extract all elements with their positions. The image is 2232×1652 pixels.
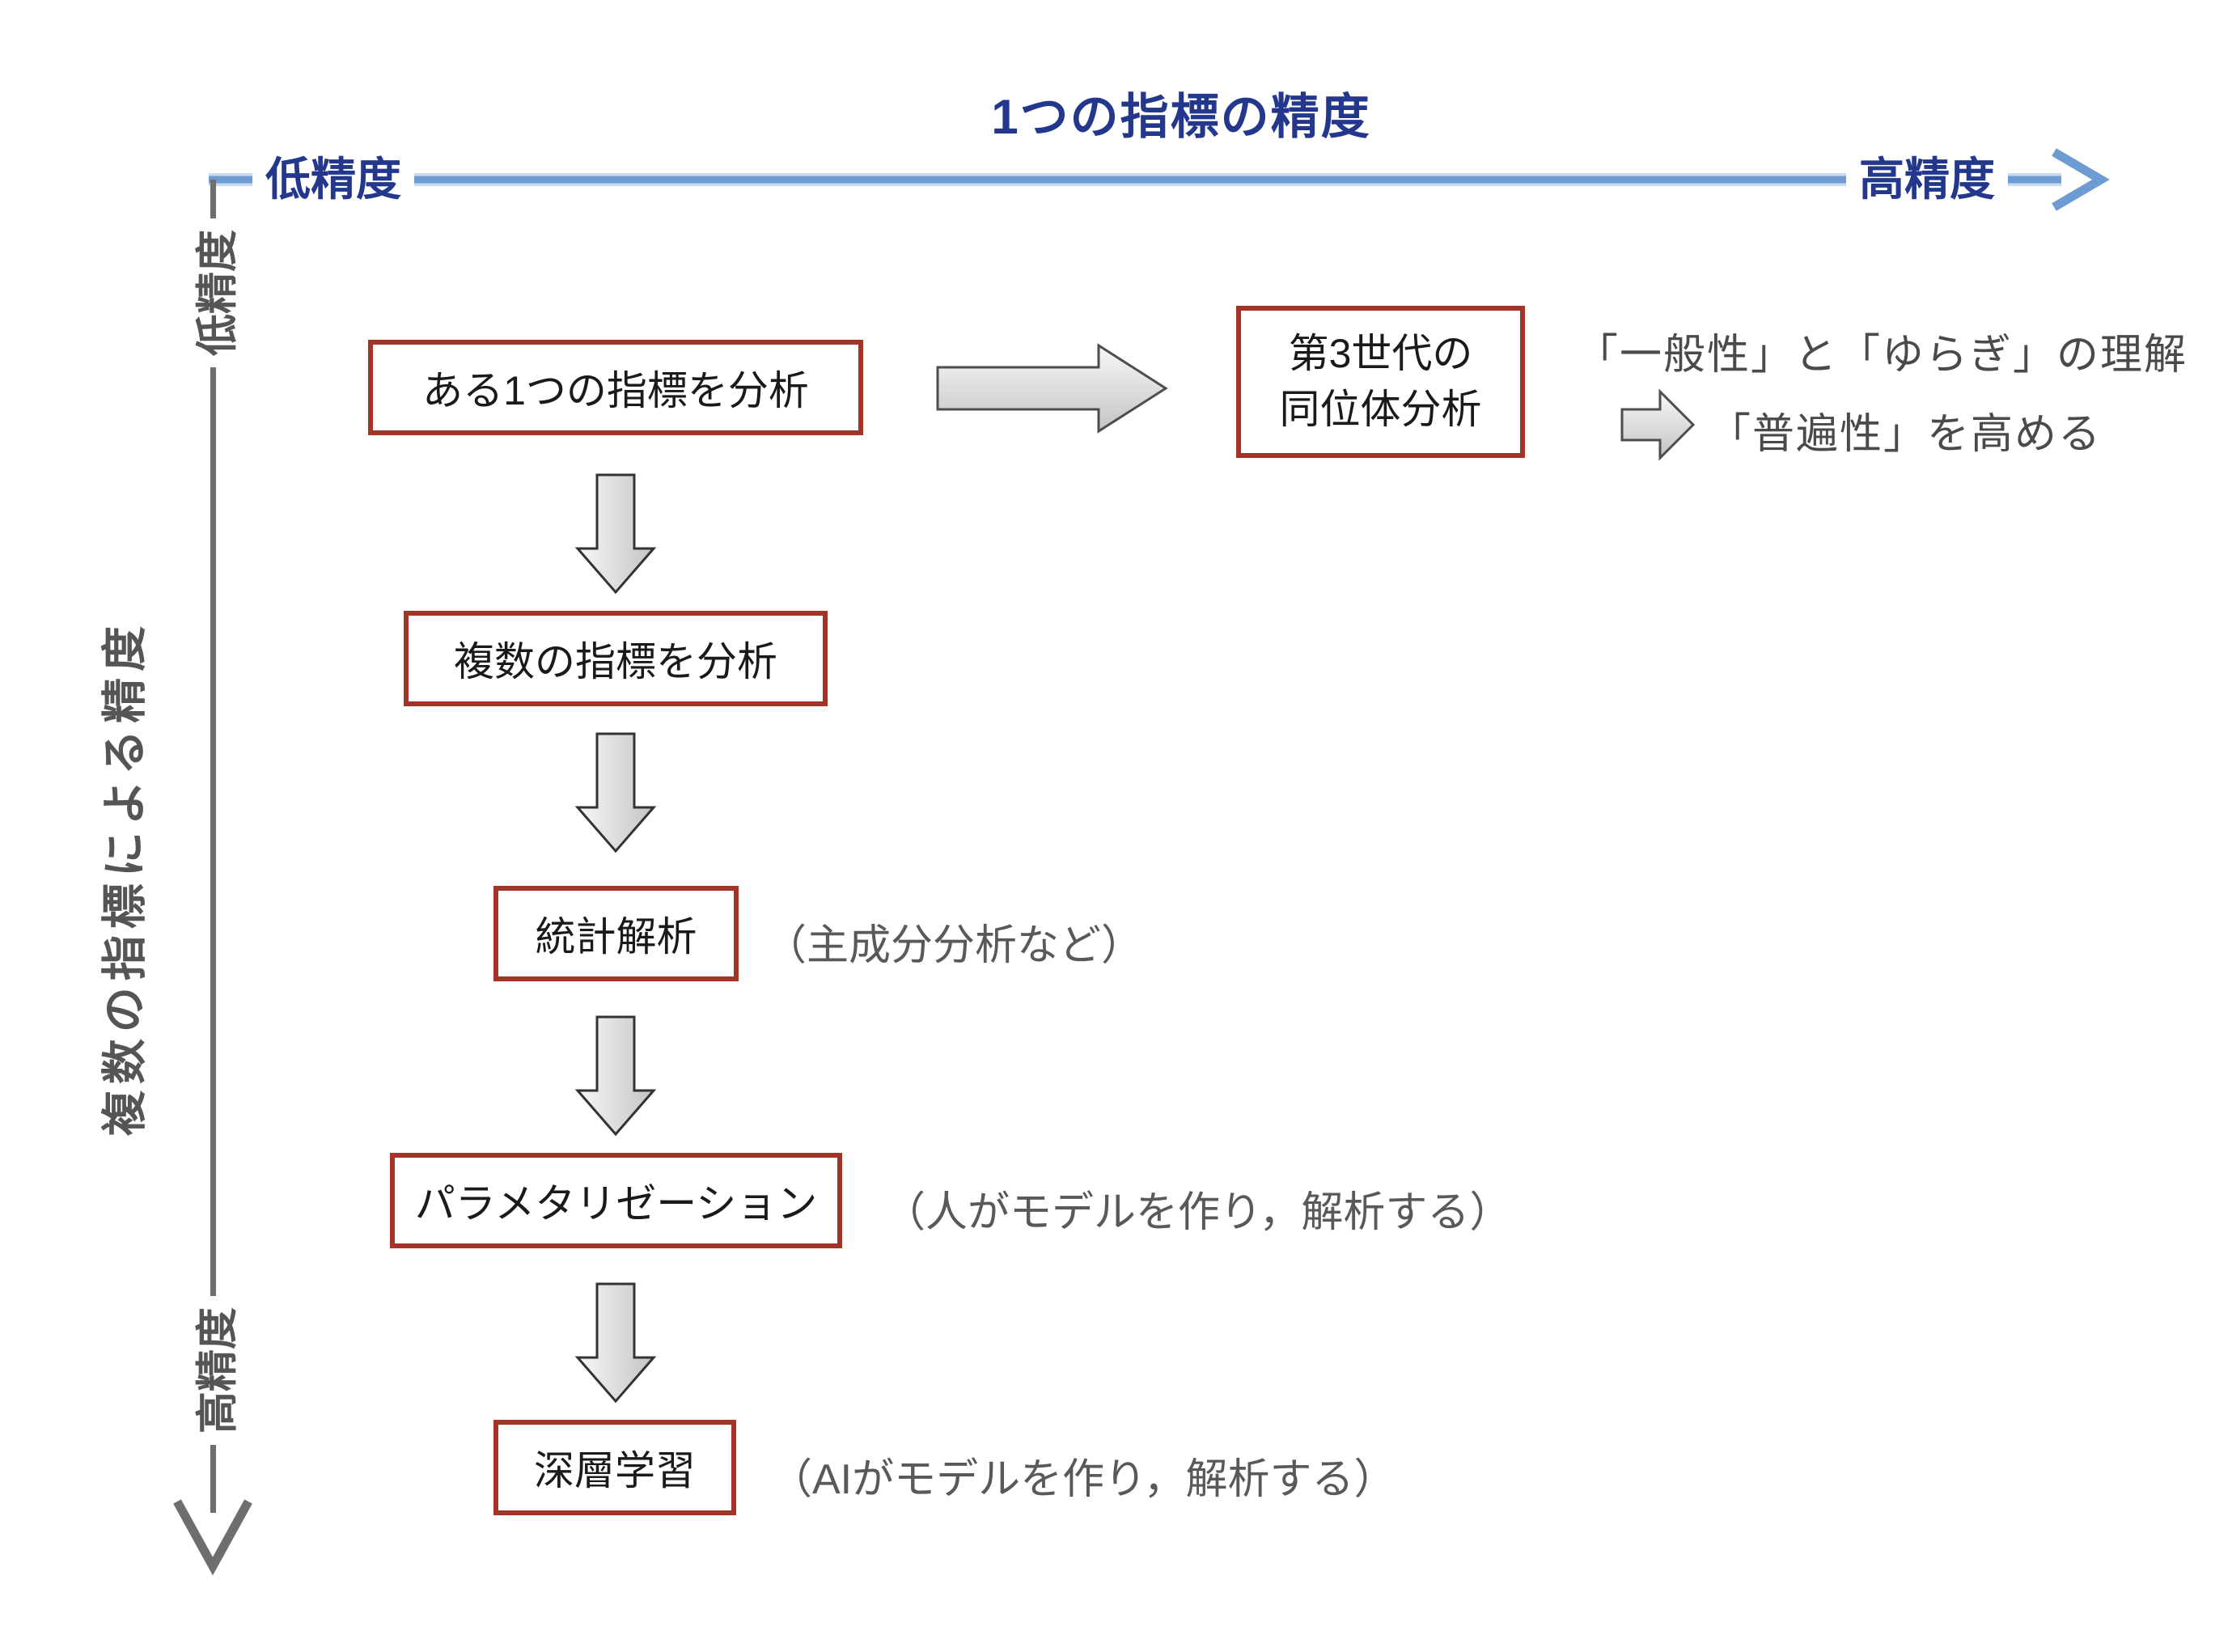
box-statistical-analysis: 統計解析 bbox=[493, 886, 739, 981]
statistical-analysis-note: （主成分分析など） bbox=[764, 922, 1144, 969]
down-arrow-3-icon bbox=[574, 1015, 657, 1137]
h-axis-high-precision-label: 高精度 bbox=[1846, 152, 2008, 207]
deep-learning-note: （AIがモデルを作り，解析する） bbox=[770, 1456, 1396, 1503]
box-parameterization: パラメタリゼーション bbox=[390, 1153, 842, 1248]
v-axis-low-precision-label: 低精度 bbox=[183, 218, 244, 368]
down-arrow-1-icon bbox=[574, 473, 657, 595]
box-single-indicator-analysis: ある1つの指標を分析 bbox=[368, 340, 863, 435]
vertical-axis-line bbox=[210, 180, 216, 1513]
down-arrow-2-icon bbox=[574, 732, 657, 854]
h-axis-low-precision-label: 低精度 bbox=[252, 152, 414, 207]
isotope-box-line1: 第3世代の bbox=[1288, 331, 1473, 376]
vertical-axis-arrowhead-icon bbox=[173, 1499, 252, 1576]
horizontal-axis-line bbox=[209, 173, 2061, 186]
chart-title: 1つの指標の精度 bbox=[991, 90, 1371, 144]
side-note-understanding: 「一般性」と「ゆらぎ」の理解 bbox=[1576, 332, 2188, 379]
v-axis-high-precision-label: 高精度 bbox=[183, 1295, 244, 1446]
box-deep-learning: 深層学習 bbox=[493, 1420, 736, 1515]
side-note-universality: 「普遍性」を高める bbox=[1709, 411, 2103, 458]
parameterization-note: （人がモデルを作り，解析する） bbox=[883, 1189, 1512, 1236]
box-third-generation-isotope-analysis: 第3世代の 同位体分析 bbox=[1236, 306, 1525, 458]
isotope-box-line2: 同位体分析 bbox=[1279, 387, 1482, 432]
horizontal-axis-arrowhead-icon bbox=[2052, 148, 2110, 211]
v-axis-title-label: 複数の指標による精度 bbox=[99, 619, 150, 1137]
down-arrow-4-icon bbox=[574, 1282, 657, 1404]
right-block-arrow-icon bbox=[936, 343, 1168, 434]
box-multiple-indicator-analysis: 複数の指標を分析 bbox=[404, 611, 828, 706]
small-right-arrow-icon bbox=[1620, 388, 1696, 461]
